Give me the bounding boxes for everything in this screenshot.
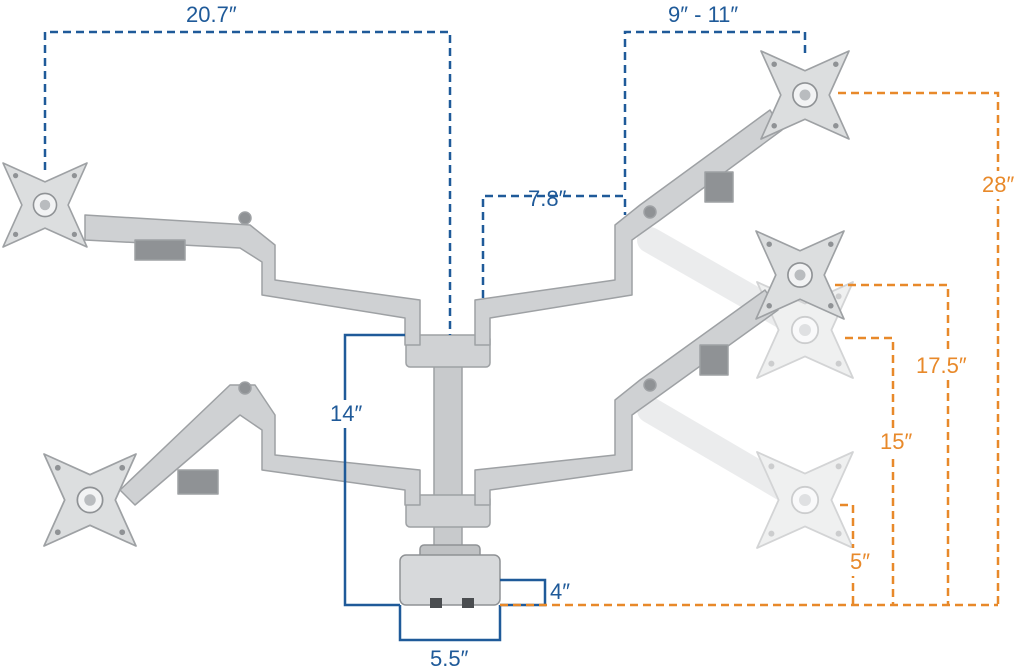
label-base-width: 5.5″ xyxy=(430,646,469,671)
label-height-mid: 17.5″ xyxy=(916,352,967,380)
orange-dimension-lines xyxy=(500,91,1000,607)
monitor-plate-ghost-low xyxy=(756,451,854,549)
label-pole-height: 14″ xyxy=(330,400,363,428)
arm-upper-right xyxy=(474,109,783,346)
blue-dimension-lines xyxy=(43,30,807,642)
clamp-base xyxy=(399,544,501,608)
label-height-min: 5″ xyxy=(850,548,871,576)
label-clamp-thickness: 4″ xyxy=(550,579,571,604)
label-arm-reach: 20.7″ xyxy=(186,2,237,27)
label-arm-spacing: 7.8″ xyxy=(528,186,567,211)
label-height-low: 15″ xyxy=(880,428,913,456)
label-monitor-offset: 9″ - 11″ xyxy=(668,2,739,27)
monitor-plate-upper-right xyxy=(760,50,850,140)
arm-upper-left xyxy=(84,211,421,346)
monitor-plate-lower-left xyxy=(43,453,137,547)
pole xyxy=(405,334,491,551)
arm-lower-left xyxy=(119,381,421,506)
label-max-height: 28″ xyxy=(982,171,1015,199)
monitor-plate-upper-left xyxy=(2,162,88,248)
